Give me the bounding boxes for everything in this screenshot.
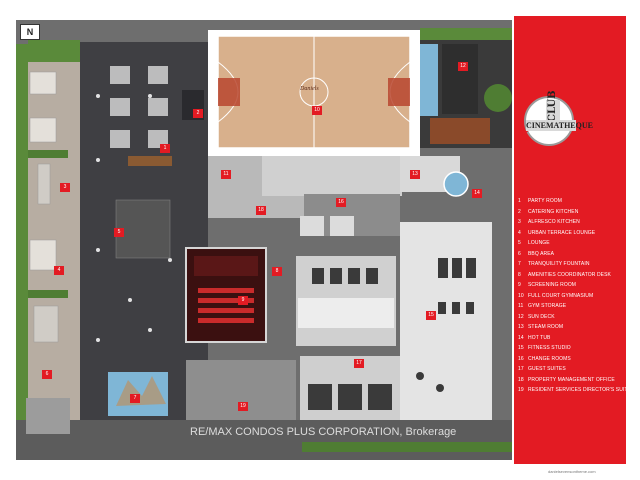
room-marker-3: 3 [60, 183, 70, 192]
legend-item-number: 12 [518, 313, 524, 320]
legend-item-label: Gym Storage [528, 303, 567, 310]
legend-item: 10 Full Court Gymnasium [518, 291, 626, 302]
pool [420, 44, 438, 116]
legend-item-number: 14 [518, 334, 524, 341]
watermark: RE/MAX CONDOS PLUS CORPORATION, Brokerag… [190, 426, 457, 438]
legend-item-label: Amenities Coordinator Desk [528, 271, 611, 278]
legend-item-label: Alfresco Kitchen [528, 219, 580, 226]
legend-item-number: 9 [518, 282, 521, 289]
legend-item-number: 10 [518, 292, 524, 299]
legend-item-number: 1 [518, 198, 521, 205]
legend-item-label: Resident Services Director's Suite [528, 387, 626, 394]
legend-item-label: Sun Deck [528, 313, 555, 320]
court-logo: Daniels [300, 86, 319, 92]
hot-tub [443, 171, 469, 197]
legend-item: 7 Tranquility Fountain [518, 259, 626, 270]
legend-item-number: 4 [518, 229, 521, 236]
room-marker-18: 18 [256, 206, 266, 215]
room-marker-8: 8 [272, 267, 282, 276]
legend-item: 15 Fitness Studio [518, 343, 626, 354]
legend-item-label: Hot Tub [528, 334, 551, 341]
legend-item: 3 Alfresco Kitchen [518, 217, 626, 228]
legend-item-number: 15 [518, 345, 524, 352]
dining-table [128, 156, 172, 166]
legend-item-label: Party Room [528, 198, 563, 205]
legend-item-label: Tranquility Fountain [528, 261, 590, 268]
legend-item-number: 17 [518, 366, 524, 373]
legend-item-number: 11 [518, 303, 524, 310]
legend-item: 11 Gym Storage [518, 301, 626, 312]
legend-item-number: 18 [518, 376, 524, 383]
room-marker-19: 19 [238, 402, 248, 411]
room-marker-15: 15 [426, 311, 436, 320]
legend-item: 9 Screening Room [518, 280, 626, 291]
legend-item: 12 Sun Deck [518, 312, 626, 323]
room-marker-16: 16 [336, 198, 346, 207]
legend-item: 5 Lounge [518, 238, 626, 249]
legend-item-number: 7 [518, 261, 521, 268]
room-marker-12: 12 [458, 62, 468, 71]
legend-item: 4 Urban Terrace Lounge [518, 228, 626, 239]
legend-item: 18 Property Management Office [518, 375, 626, 386]
fitness-studio [400, 222, 492, 422]
north-compass: N [20, 24, 40, 40]
legend-item-label: Catering Kitchen [528, 208, 579, 215]
room-marker-13: 13 [410, 170, 420, 179]
legend-item: 17 Guest Suites [518, 364, 626, 375]
floor-plan [16, 20, 512, 460]
north-planter [28, 40, 80, 62]
legend-item-label: Urban Terrace Lounge [528, 229, 596, 236]
room-marker-9: 9 [238, 296, 248, 305]
legend-item: 1 Party Room [518, 196, 626, 207]
legend-item-label: Screening Room [528, 282, 577, 289]
legend-item-label: Fitness Studio [528, 345, 571, 352]
legend-item-number: 13 [518, 324, 524, 331]
amenity-legend: 1 Party Room 2 Catering Kitchen 3 Alfresco Ki… [518, 196, 626, 396]
legend-item-label: Steam Room [528, 324, 564, 331]
legend-item-number: 19 [518, 387, 524, 394]
room-marker-7: 7 [130, 394, 140, 403]
room-marker-17: 17 [354, 359, 364, 368]
room-marker-14: 14 [472, 189, 482, 198]
legend-item: 19 Resident Services Director's Suite [518, 385, 626, 396]
legend-item: 8 Amenities Coordinator Desk [518, 270, 626, 281]
legend-item-number: 16 [518, 355, 524, 362]
legend-item-label: Full Court Gymnasium [528, 292, 594, 299]
room-marker-1: 1 [160, 144, 170, 153]
room-marker-5: 5 [114, 228, 124, 237]
star-icon: ★ [519, 125, 530, 139]
logo-name-text: CINEMATHEQUE [526, 120, 593, 131]
room-marker-11: 11 [221, 170, 231, 179]
legend-item-label: Lounge [528, 240, 550, 247]
legend-item-number: 5 [518, 240, 521, 247]
credit-text: danielsevensontheme.com [548, 469, 596, 474]
legend-panel: ★ CLUB CINEMATHEQUE 1 Party Room 2 Catering… [514, 16, 626, 464]
room-marker-4: 4 [54, 266, 64, 275]
legend-item-label: Property Management Office [528, 376, 615, 383]
legend-item: 16 Change Rooms [518, 354, 626, 365]
legend-item-number: 8 [518, 271, 521, 278]
room-marker-2: 2 [193, 109, 203, 118]
legend-item-label: Change Rooms [528, 355, 571, 362]
legend-item-number: 6 [518, 250, 521, 257]
logo-club-text: CLUB [546, 90, 560, 122]
west-planter [16, 44, 28, 454]
legend-item: 6 BBQ Area [518, 249, 626, 260]
legend-item: 2 Catering Kitchen [518, 207, 626, 218]
legend-item: 14 Hot Tub [518, 333, 626, 344]
legend-item-label: Guest Suites [528, 366, 566, 373]
legend-item-number: 2 [518, 208, 521, 215]
legend-item: 13 Steam Room [518, 322, 626, 333]
legend-item-label: BBQ Area [528, 250, 555, 257]
room-marker-10: 10 [312, 106, 322, 115]
legend-item-number: 3 [518, 219, 521, 226]
room-marker-6: 6 [42, 370, 52, 379]
